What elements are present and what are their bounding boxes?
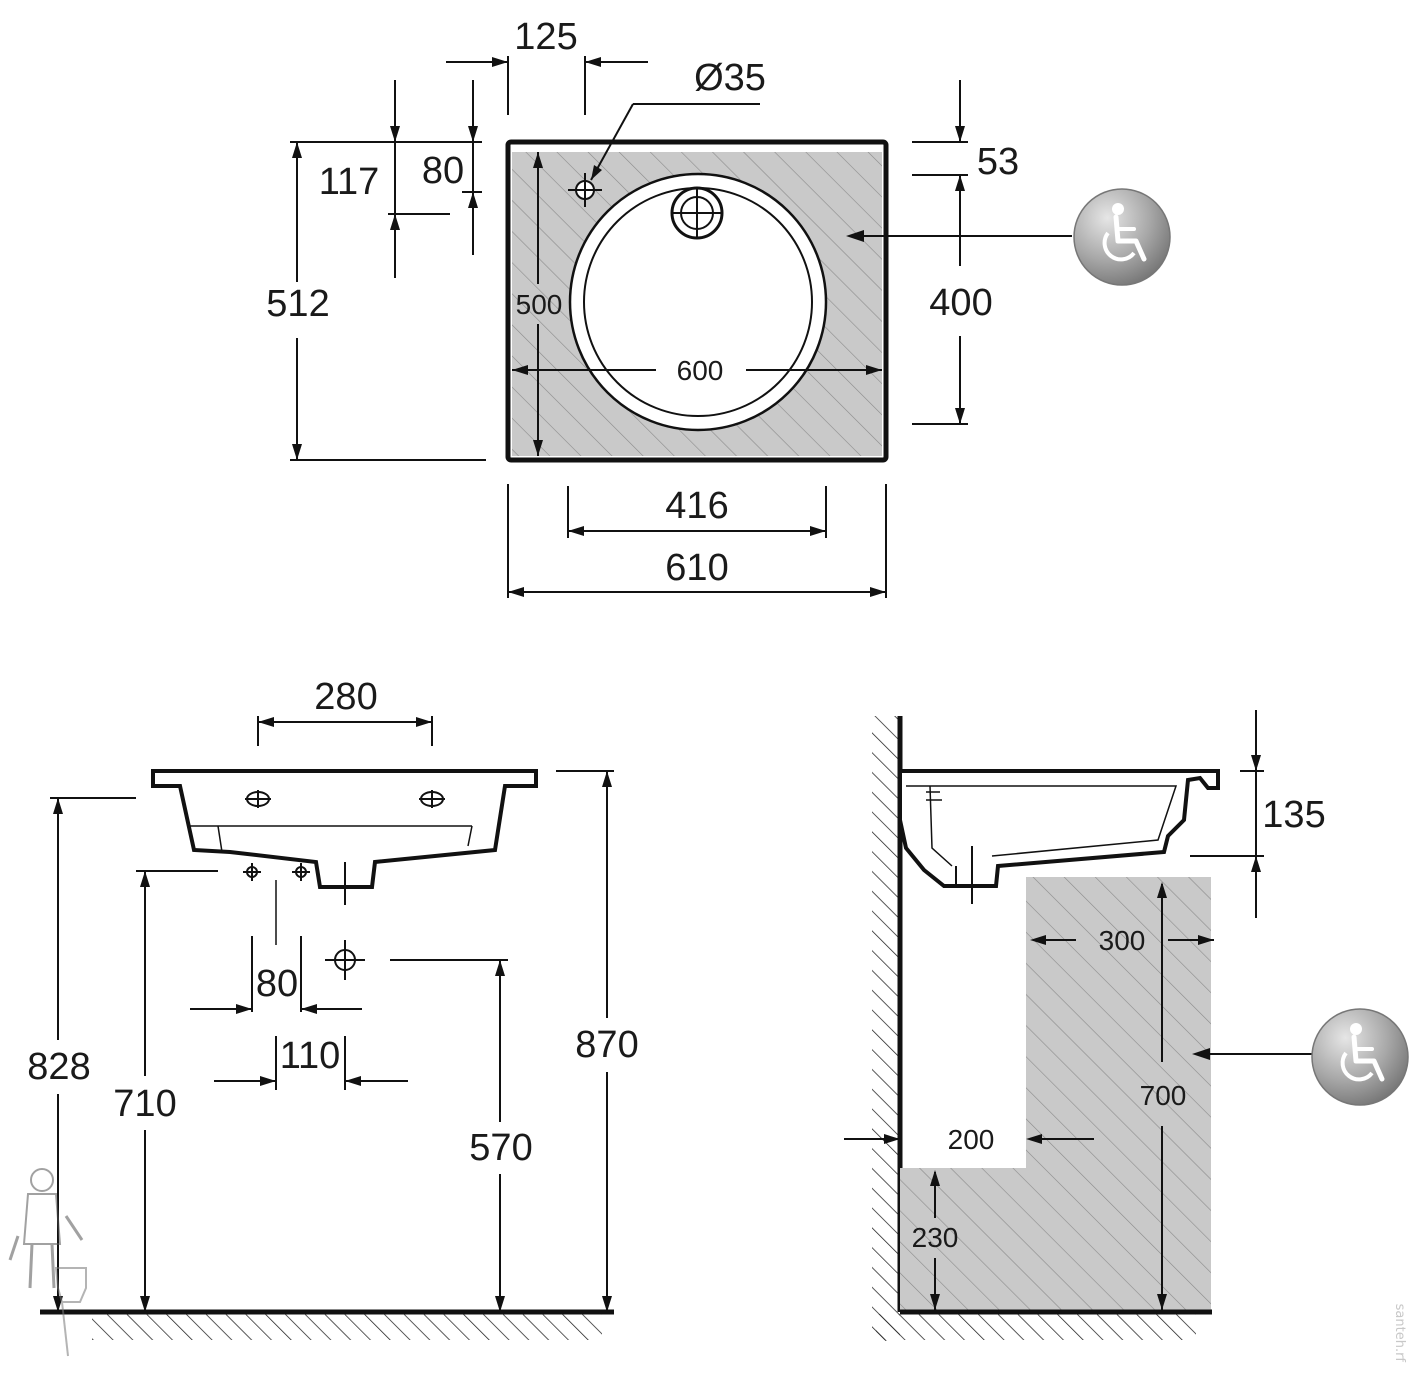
- watermark-text: santeh.rf: [1392, 1304, 1407, 1363]
- plan-bowl-outer: [568, 172, 828, 432]
- dim-280: 280: [314, 676, 377, 718]
- dim-110: 110: [280, 1035, 341, 1077]
- dim-500: 500: [516, 289, 563, 320]
- plumber-icon: [8, 1168, 87, 1357]
- plan-view: 125 Ø35 117 80 512 500 600: [266, 16, 1072, 598]
- front-view: 280 80 110: [27, 676, 639, 1340]
- front-fixing-hole-right: [419, 790, 445, 808]
- dim-600: 600: [677, 355, 724, 386]
- plan-basin-outline: [505, 139, 889, 463]
- plan-drain: [670, 186, 724, 240]
- plan-faucet-hole: [568, 173, 602, 207]
- dim-125: 125: [514, 16, 577, 58]
- dim-230: 230: [912, 1222, 959, 1253]
- dim-53: 53: [977, 141, 1019, 183]
- front-waste-outlet: [325, 940, 365, 980]
- front-bolt-left: [243, 863, 261, 881]
- dim-828: 828: [27, 1046, 90, 1088]
- dim-diameter-35: Ø35: [694, 57, 766, 99]
- wheelchair-icon: [1311, 1008, 1409, 1106]
- side-basin-outline: [898, 769, 1220, 888]
- dim-570: 570: [469, 1127, 532, 1169]
- dim-117: 117: [319, 161, 380, 203]
- dim-135: 135: [1262, 794, 1325, 836]
- dim-512: 512: [266, 283, 329, 325]
- front-bolt-right: [292, 863, 310, 881]
- dim-80-front: 80: [256, 963, 298, 1005]
- dim-610: 610: [665, 547, 728, 589]
- dim-200: 200: [948, 1124, 995, 1155]
- dim-300: 300: [1099, 925, 1146, 956]
- dim-710: 710: [113, 1083, 176, 1125]
- front-fixing-hole-left: [245, 790, 271, 808]
- dim-416: 416: [665, 485, 728, 527]
- side-view: 135 300 700 200 230: [844, 710, 1326, 1341]
- dim-700: 700: [1140, 1080, 1187, 1111]
- wheelchair-icon: [1073, 188, 1171, 286]
- dim-870: 870: [575, 1024, 638, 1066]
- dim-400: 400: [929, 282, 992, 324]
- dim-80-plan: 80: [422, 150, 464, 192]
